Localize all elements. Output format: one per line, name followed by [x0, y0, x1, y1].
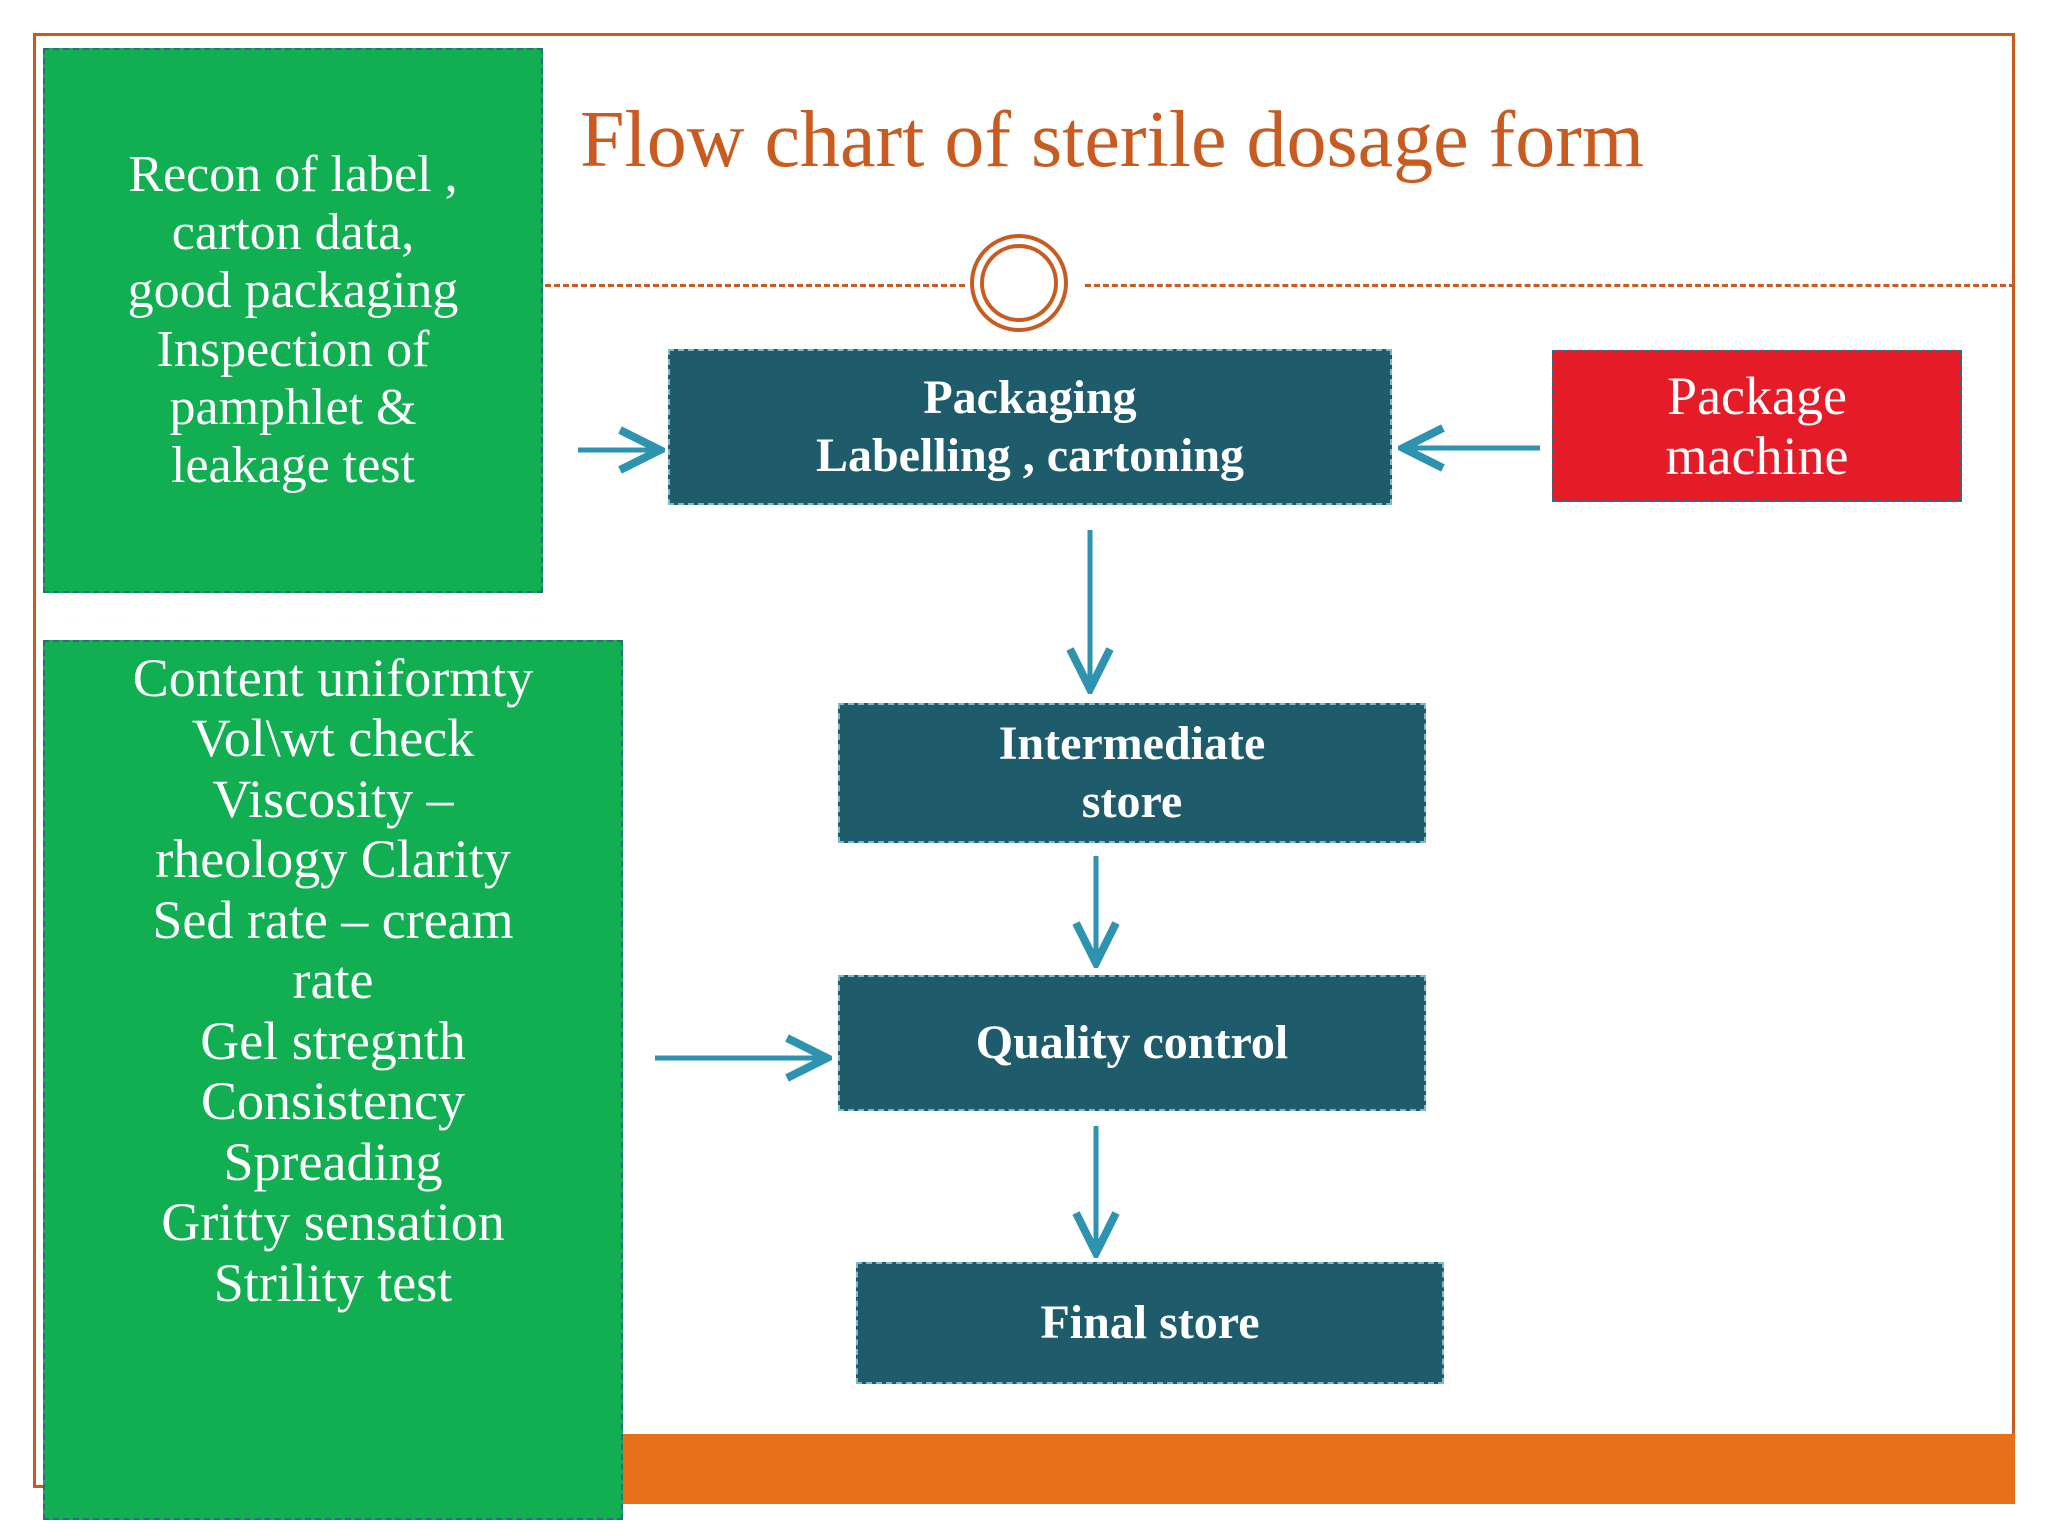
- process-box-final-store: Final store: [856, 1262, 1444, 1384]
- process-box-quality-control: Quality control: [838, 975, 1426, 1111]
- double-circle-ornament-inner-icon: [980, 244, 1058, 322]
- process-box-packaging-text: Packaging Labelling , cartoning: [815, 371, 1245, 482]
- process-box-final-store-text: Final store: [1040, 1296, 1260, 1350]
- green-box-qc-tests: Content uniformty Vol\wt check Viscosity…: [43, 640, 623, 1520]
- green-box-label-inspection: Recon of label , carton data, good packa…: [43, 48, 543, 593]
- green-box-label-inspection-text: Recon of label , carton data, good packa…: [127, 145, 459, 494]
- footer-accent-bar: [623, 1434, 2015, 1504]
- divider-line-left: [545, 284, 965, 287]
- process-box-packaging: Packaging Labelling , cartoning: [668, 349, 1392, 505]
- process-box-package-machine: Package machine: [1552, 350, 1962, 502]
- process-box-package-machine-text: Package machine: [1665, 365, 1849, 486]
- process-box-intermediate-store-text: Intermediate store: [998, 717, 1266, 828]
- divider-line-right: [1085, 284, 2015, 287]
- green-box-qc-tests-text: Content uniformty Vol\wt check Viscosity…: [132, 648, 534, 1313]
- page-title: Flow chart of sterile dosage form: [580, 96, 1645, 184]
- process-box-quality-control-text: Quality control: [975, 1016, 1289, 1070]
- double-circle-ornament-outer-icon: [970, 234, 1068, 332]
- process-box-intermediate-store: Intermediate store: [838, 703, 1426, 843]
